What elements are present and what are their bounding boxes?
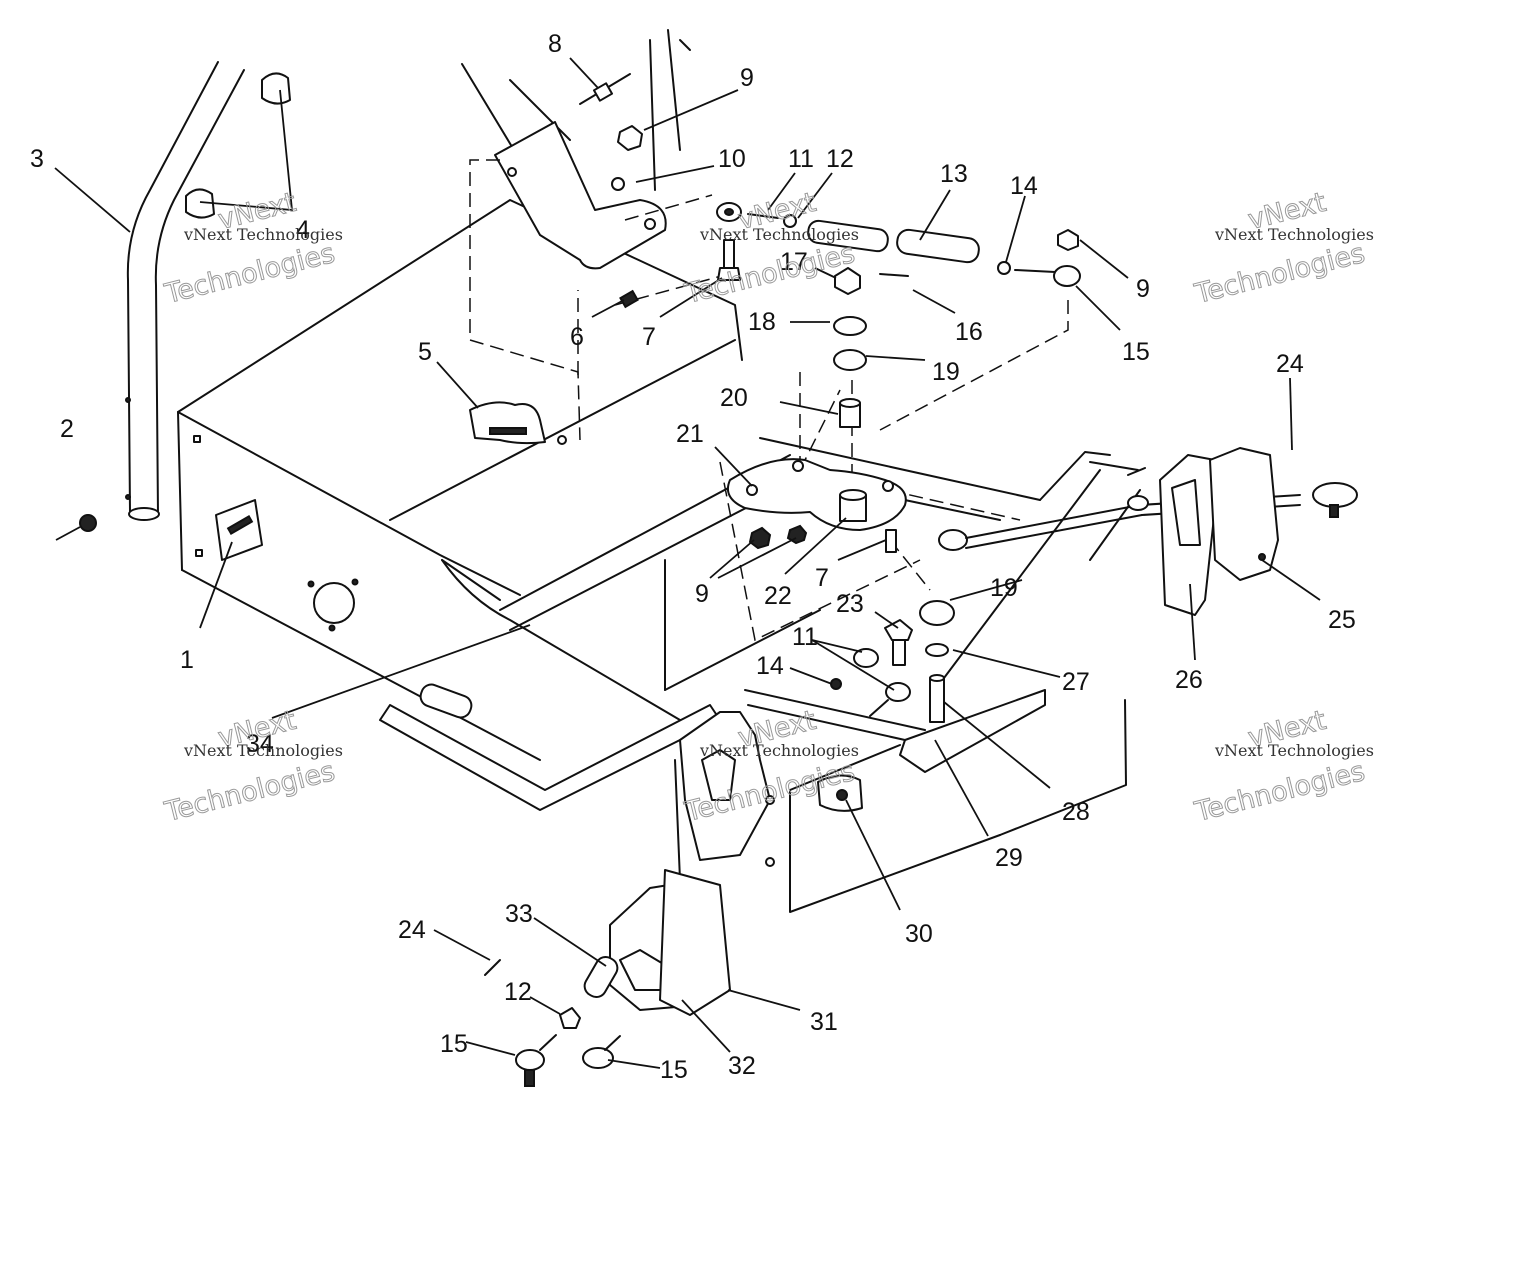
svg-text:vNext Technologies: vNext Technologies [699, 741, 859, 760]
callout-13: 13 [940, 160, 968, 188]
callout-15a: 15 [1122, 338, 1150, 366]
svg-text:vNext Technologies: vNext Technologies [183, 741, 343, 760]
callout-7b: 7 [815, 564, 829, 592]
callout-30: 30 [905, 920, 933, 948]
svg-text:vNext Technologies: vNext Technologies [183, 225, 343, 244]
svg-text:vNext Technologies: vNext Technologies [1214, 225, 1374, 244]
callout-26: 26 [1175, 666, 1203, 694]
callout-27: 27 [1062, 668, 1090, 696]
callout-12a: 12 [826, 145, 854, 173]
callout-34: 34 [246, 730, 274, 758]
svg-text:Technologies: Technologies [1191, 756, 1368, 828]
svg-text:Technologies: Technologies [161, 238, 338, 310]
watermark-top-center: vNext vNext Technologies Technologies [681, 186, 859, 310]
svg-text:Technologies: Technologies [681, 238, 858, 310]
leader-lines [54, 57, 1321, 1069]
lever-29 [744, 674, 1046, 773]
svg-text:Technologies: Technologies [1191, 238, 1368, 310]
callout-28: 28 [1062, 798, 1090, 826]
callout-24b: 24 [398, 916, 426, 944]
right-spindle [934, 447, 1279, 691]
lower-hardware [830, 600, 955, 717]
svg-text:Technologies: Technologies [161, 756, 338, 828]
callout-3: 3 [30, 145, 44, 173]
callout-32: 32 [728, 1052, 756, 1080]
callout-7a: 7 [642, 323, 656, 351]
callout-6: 6 [570, 323, 584, 351]
callout-1: 1 [180, 646, 194, 674]
callout-12b: 12 [504, 978, 532, 1006]
callout-9c: 9 [695, 580, 709, 608]
watermark-bottom-left: vNext vNext Technologies Technologies [161, 704, 343, 828]
callout-18: 18 [748, 308, 776, 336]
callout-9a: 9 [740, 64, 754, 92]
callout-8: 8 [548, 30, 562, 58]
callout-10: 10 [718, 145, 746, 173]
callout-11a: 11 [788, 145, 814, 173]
callout-11b: 11 [792, 623, 818, 651]
callout-25: 25 [1328, 606, 1356, 634]
callout-4: 4 [296, 216, 310, 244]
svg-text:vNext Technologies: vNext Technologies [699, 225, 859, 244]
callout-2: 2 [60, 415, 74, 443]
callout-33: 33 [505, 900, 533, 928]
callout-19b: 19 [990, 574, 1018, 602]
callout-29: 29 [995, 844, 1023, 872]
callout-5: 5 [418, 338, 432, 366]
nut-2 [55, 514, 97, 541]
pitman-plate [726, 458, 907, 553]
callout-31: 31 [810, 1008, 838, 1036]
linkage-rods [807, 219, 1081, 428]
callout-19a: 19 [932, 358, 960, 386]
callout-17: 17 [780, 248, 808, 276]
callout-9b: 9 [1136, 275, 1150, 303]
left-spindle [484, 711, 863, 1087]
callout-20: 20 [720, 384, 748, 412]
callout-14b: 14 [756, 652, 784, 680]
callout-labels: 1 2 3 4 5 6 7 7 8 9 9 9 10 11 11 12 12 1… [30, 30, 1356, 1084]
callout-16: 16 [955, 318, 983, 346]
callout-23: 23 [836, 590, 864, 618]
svg-text:vNext Technologies: vNext Technologies [1214, 741, 1374, 760]
callout-14a: 14 [1010, 172, 1038, 200]
watermark-top-right: vNext vNext Technologies Technologies [1191, 186, 1374, 310]
handlebar-clips [185, 72, 294, 219]
bracket-5 [469, 401, 567, 445]
callout-21: 21 [676, 420, 704, 448]
watermark-bottom-right: vNext vNext Technologies Technologies [1191, 704, 1374, 828]
upper-bracket [461, 29, 691, 270]
callout-24a: 24 [1276, 350, 1304, 378]
callout-15b: 15 [440, 1030, 468, 1058]
bracket-1 [215, 499, 263, 561]
frame [177, 199, 1127, 913]
steering-post [125, 61, 245, 521]
callout-22: 22 [764, 582, 792, 610]
callout-15c: 15 [660, 1056, 688, 1084]
upper-hardware [579, 73, 797, 309]
